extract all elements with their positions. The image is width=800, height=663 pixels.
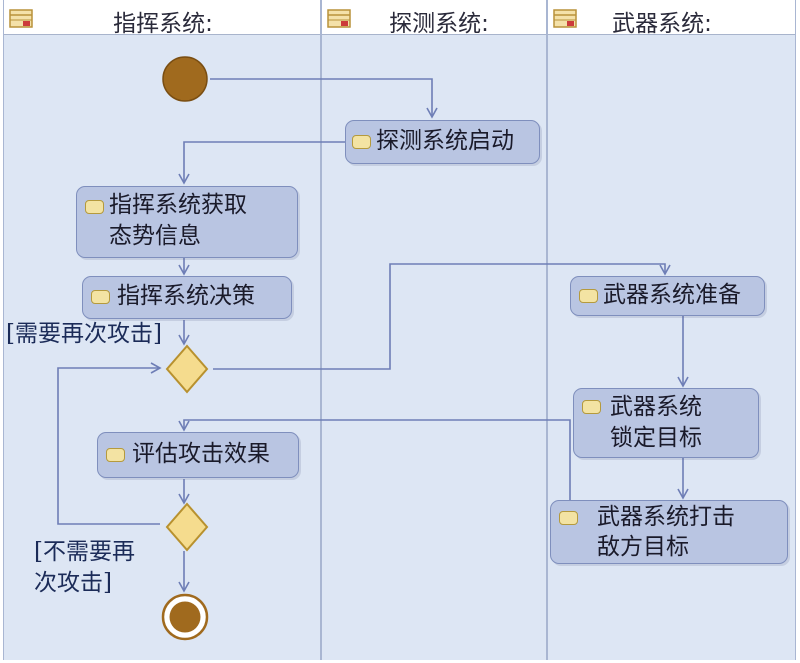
action-label: 态势信息 [109, 223, 201, 249]
action-label: 指挥系统获取 [109, 192, 247, 218]
swimlane-icon [553, 9, 577, 28]
edge-diamond-loop-back [57, 362, 162, 525]
final-node [169, 601, 201, 633]
action-label: 武器系统打击 [597, 504, 735, 530]
action-label: 指挥系统决策 [117, 283, 255, 309]
lane-header-weapon: 武器系统: [548, 0, 796, 37]
lane-divider [320, 0, 322, 660]
edge-strike-to-evaluate [178, 419, 571, 500]
action-label: 武器系统 [610, 394, 702, 420]
lane-border-left [3, 0, 4, 660]
action-label: 锁定目标 [610, 425, 702, 451]
swimlane-icon [327, 9, 351, 28]
action-label: 评估攻击效果 [132, 441, 270, 467]
swimlane-icon [9, 9, 33, 28]
action-lock-target[interactable]: 武器系统 锁定目标 [573, 388, 759, 458]
action-evaluate-effect[interactable]: 评估攻击效果 [97, 432, 299, 478]
action-icon [91, 290, 110, 304]
action-label: 武器系统准备 [603, 282, 741, 308]
lane-title-weapon: 武器系统: [612, 11, 712, 37]
lane-border-right [795, 0, 796, 660]
action-icon [559, 511, 578, 525]
decision-diamond-attack [165, 344, 209, 394]
action-icon [85, 200, 104, 214]
action-icon [579, 289, 598, 303]
action-command-decision[interactable]: 指挥系统决策 [82, 276, 292, 319]
action-icon [352, 135, 371, 149]
action-icon [106, 448, 125, 462]
initial-node [162, 56, 208, 102]
action-label: 探测系统启动 [376, 128, 514, 154]
decision-diamond-evaluate [165, 502, 209, 552]
edge-detect-to-acquire [178, 141, 345, 185]
guard-no-attack-line1: [不需要再 [34, 539, 135, 565]
lane-command: 指挥系统: [4, 0, 322, 660]
edge-start-to-detect [210, 78, 438, 119]
guard-no-attack-line2: 次攻击] [34, 570, 112, 596]
lane-title-detection: 探测系统: [389, 11, 489, 37]
action-weapon-prepare[interactable]: 武器系统准备 [570, 276, 765, 316]
lane-divider [546, 0, 548, 660]
edge-diamond-to-weapon-prepare [213, 263, 671, 370]
action-label: 敌方目标 [597, 534, 689, 560]
lane-title-command: 指挥系统: [113, 11, 213, 37]
action-detect-start[interactable]: 探测系统启动 [345, 120, 540, 164]
lane-header-detection: 探测系统: [322, 0, 548, 37]
lane-header-command: 指挥系统: [4, 0, 322, 37]
guard-attack-again: [需要再次攻击] [6, 321, 162, 347]
action-acquire-situation[interactable]: 指挥系统获取 态势信息 [76, 186, 298, 258]
action-strike-target[interactable]: 武器系统打击 敌方目标 [550, 500, 788, 564]
action-icon [582, 400, 601, 414]
